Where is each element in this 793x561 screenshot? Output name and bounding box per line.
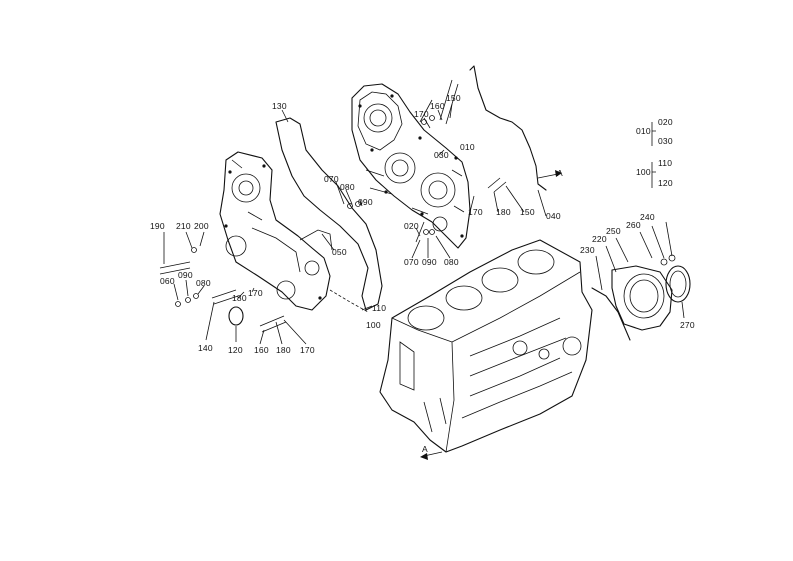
front-oil-seal (228, 306, 244, 326)
assembly-legend: 010 020 030 100 110 120 (636, 117, 673, 188)
callout-170-right: 170 (468, 207, 483, 217)
arrow-a-top-label: A (557, 168, 563, 178)
callout-010: 010 (460, 142, 475, 152)
callout-190: 190 (150, 221, 165, 231)
callout-180-bottom: 180 (276, 345, 291, 355)
callout-180: 180 (496, 207, 511, 217)
cover-gasket (469, 65, 547, 191)
bolts (159, 79, 507, 333)
front-plate (219, 151, 333, 311)
callout-130: 130 (272, 101, 287, 111)
callout-230: 230 (580, 245, 595, 255)
callout-270: 270 (680, 320, 695, 330)
callout-220: 220 (592, 234, 607, 244)
callout-050: 050 (332, 247, 347, 257)
arrow-a-bottom-label: A (422, 444, 428, 454)
legend-020: 020 (658, 117, 673, 127)
callout-140: 140 (198, 343, 213, 353)
callout-170-bottom: 170 (300, 345, 315, 355)
callout-170-left: 170 (248, 288, 263, 298)
callout-160-bottom: 160 (254, 345, 269, 355)
callout-260: 260 (626, 220, 641, 230)
callout-250: 250 (606, 226, 621, 236)
callout-110: 110 (372, 303, 386, 313)
callout-180-left: 180 (232, 293, 247, 303)
callout-090: 090 (358, 197, 373, 207)
callout-150-right: 150 (520, 207, 535, 217)
gear-case-cover (351, 83, 471, 249)
callout-100: 100 (366, 320, 381, 330)
legend-030: 030 (658, 136, 673, 146)
rear-seal-housing (591, 254, 691, 341)
callout-120: 120 (228, 345, 243, 355)
callout-160: 160 (430, 101, 445, 111)
leader-lines (163, 103, 685, 345)
callout-080: 080 (340, 182, 355, 192)
callout-080-lower: 080 (444, 257, 459, 267)
callout-090-lower: 090 (422, 257, 437, 267)
callout-240: 240 (640, 212, 655, 222)
legend-100: 100 (636, 167, 651, 177)
callout-200: 200 (194, 221, 209, 231)
callout-090-left: 090 (178, 270, 193, 280)
legend-010: 010 (636, 126, 651, 136)
callout-150: 150 (446, 93, 461, 103)
callout-labels: 130 170 160 150 030 010 070 080 090 170 … (150, 93, 695, 355)
cylinder-block (379, 239, 593, 453)
callout-030: 030 (434, 150, 449, 160)
callout-020: 020 (404, 221, 419, 231)
rear-oil-seal (665, 265, 691, 303)
callout-070-lower: 070 (404, 257, 419, 267)
legend-110: 110 (658, 158, 672, 168)
callout-040: 040 (546, 211, 561, 221)
callout-060: 060 (160, 276, 175, 286)
gear-case-gasket (275, 117, 383, 311)
callout-170: 170 (414, 109, 429, 119)
legend-120: 120 (658, 178, 673, 188)
callout-080-left: 080 (196, 278, 211, 288)
callout-210: 210 (176, 221, 191, 231)
callout-070: 070 (324, 174, 339, 184)
